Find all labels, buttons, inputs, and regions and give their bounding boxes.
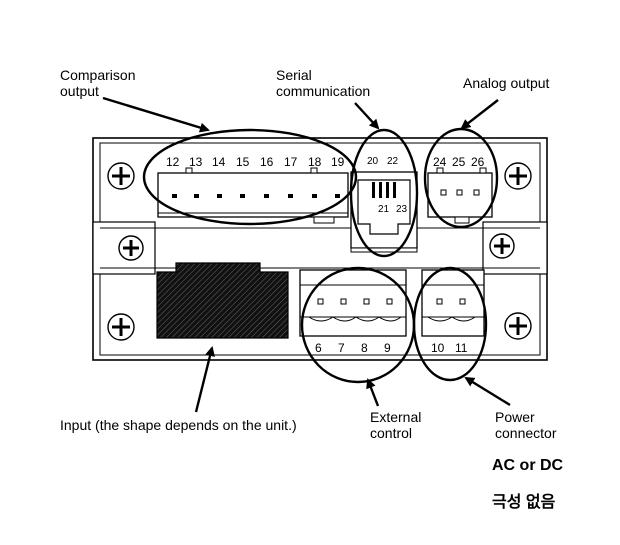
- input-label: Input (the shape depends on the unit.): [60, 417, 297, 433]
- right-side-band: [482, 221, 548, 275]
- pin-label: 19: [331, 155, 345, 169]
- serial-pin-numbers: 20 22 21 23: [367, 156, 408, 215]
- screw-bottom-right-icon: [504, 312, 532, 340]
- pin-label: 24: [433, 155, 447, 169]
- external-pin-numbers: 6 7 8 9: [315, 341, 391, 355]
- input-terminal-block: [156, 262, 289, 339]
- pin-label: 23: [396, 204, 408, 215]
- pin-label: 16: [260, 155, 274, 169]
- power-connector-block: [421, 269, 485, 337]
- pin-label: 14: [212, 155, 226, 169]
- external-control-arrow: [366, 378, 380, 407]
- pin-label: 18: [308, 155, 322, 169]
- serial-arrow: [354, 102, 380, 130]
- no-polarity-note: 극성 없음: [492, 494, 556, 511]
- pin-label: 26: [471, 155, 485, 169]
- screw-top-right-icon: [504, 162, 532, 190]
- pin-label: 25: [452, 155, 466, 169]
- screw-middle-left-icon: [118, 235, 144, 261]
- comparison-output-arrow: [102, 96, 210, 133]
- power-arrow: [464, 376, 511, 407]
- pin-label: 21: [378, 204, 390, 215]
- pin-label: 11: [455, 341, 468, 355]
- analog-pin-numbers: 24 25 26: [433, 155, 485, 169]
- screw-middle-right-icon: [489, 233, 515, 259]
- pin-label: 12: [166, 155, 180, 169]
- comparison-output-highlight: [142, 128, 358, 226]
- power-highlight: [412, 266, 488, 382]
- pin-label: 9: [384, 341, 391, 355]
- pin-label: 22: [387, 156, 399, 167]
- external-control-connector: [299, 269, 407, 337]
- comparison-output-connector: [157, 167, 349, 224]
- analog-output-arrow: [460, 99, 499, 130]
- pin-label: 8: [361, 341, 368, 355]
- screw-bottom-left-icon: [107, 313, 135, 341]
- analog-output-connector: [427, 167, 493, 224]
- serial-highlight: [349, 128, 419, 258]
- pin-label: 17: [284, 155, 298, 169]
- comparison-output-label: Comparison output: [60, 67, 136, 99]
- serial-communication-jack: [350, 171, 418, 253]
- screw-top-left-icon: [107, 162, 135, 190]
- external-control-label: External control: [370, 409, 422, 441]
- pin-label: 10: [431, 341, 445, 355]
- pin-label: 13: [189, 155, 203, 169]
- power-connector-label: Power connector: [495, 409, 557, 441]
- input-arrow: [194, 346, 215, 413]
- power-pin-numbers: 10 11: [431, 341, 468, 355]
- serial-communication-label: Serial communication: [276, 67, 371, 99]
- pin-label: 7: [338, 341, 345, 355]
- pin-label: 15: [236, 155, 250, 169]
- pin-label: 20: [367, 156, 379, 167]
- ac-or-dc-note: AC or DC: [492, 457, 564, 474]
- comparison-pin-numbers: 12 13 14 15 16 17 18 19: [166, 155, 345, 169]
- pin-label: 6: [315, 341, 322, 355]
- analog-output-label: Analog output: [463, 75, 550, 91]
